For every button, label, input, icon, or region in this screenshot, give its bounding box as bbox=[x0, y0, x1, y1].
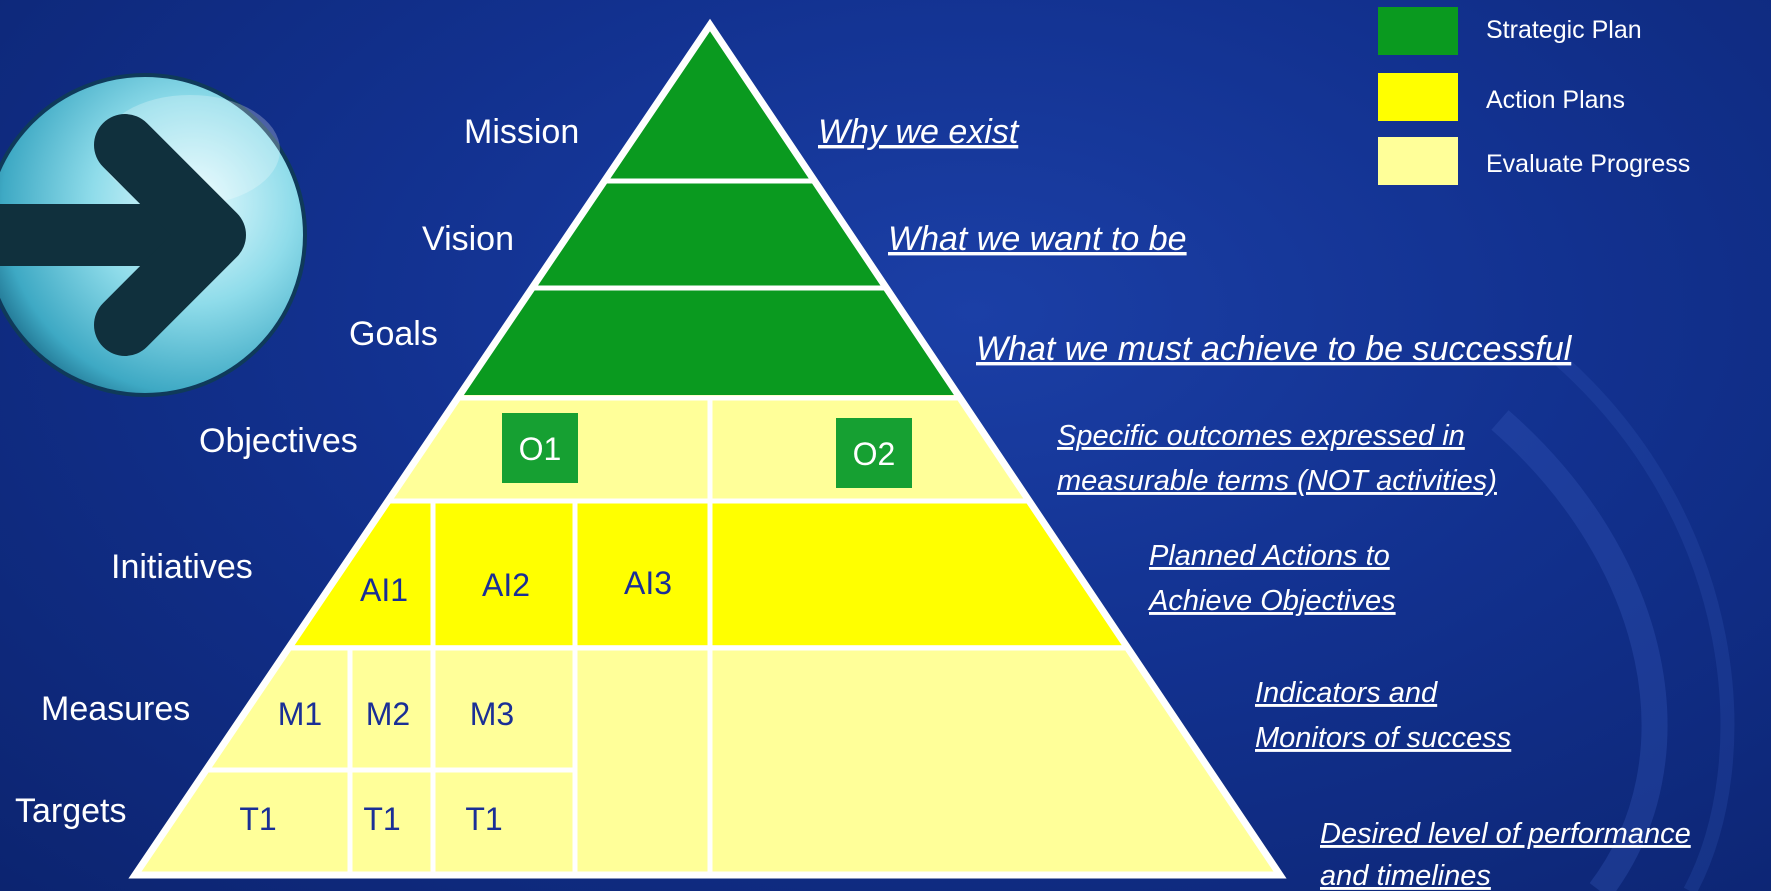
legend-label-strategic-plan: Strategic Plan bbox=[1486, 16, 1642, 44]
target-cell-1: T1 bbox=[239, 801, 276, 837]
description-targets-line-1: Desired level of performance bbox=[1320, 818, 1691, 850]
legend-swatch-evaluate-progress bbox=[1378, 137, 1458, 185]
background-swoosh-2 bbox=[1555, 354, 1735, 891]
objective-label-1: O1 bbox=[519, 431, 562, 467]
target-cell-3: T1 bbox=[465, 801, 502, 837]
description-targets-line-2: and timelines bbox=[1320, 860, 1491, 891]
objective-label-2: O2 bbox=[853, 436, 896, 472]
level-label-measures: Measures bbox=[41, 690, 190, 728]
level-label-mission: Mission bbox=[464, 113, 579, 151]
initiative-cell-3: AI3 bbox=[624, 565, 672, 601]
legend-item-evaluate-progress: Evaluate Progress bbox=[1378, 137, 1690, 185]
level-label-goals: Goals bbox=[349, 315, 438, 353]
description-goals: What we must achieve to be successful bbox=[976, 330, 1573, 368]
initiative-cell-1: AI1 bbox=[360, 572, 408, 608]
background-swoosh bbox=[1491, 410, 1668, 891]
level-label-vision: Vision bbox=[422, 220, 514, 258]
objective-box-1: O1 bbox=[502, 413, 578, 483]
objective-box-2: O2 bbox=[836, 418, 912, 488]
pyramid-outline bbox=[128, 18, 1287, 879]
level-label-targets: Targets bbox=[15, 792, 127, 830]
arrow-right-icon bbox=[0, 114, 246, 356]
level-label-initiatives: Initiatives bbox=[111, 548, 253, 586]
legend-label-action-plans: Action Plans bbox=[1486, 86, 1625, 114]
description-objectives-line-1: Specific outcomes expressed in bbox=[1057, 420, 1465, 452]
legend-label-evaluate-progress: Evaluate Progress bbox=[1486, 150, 1690, 178]
description-measures-line-1: Indicators and bbox=[1255, 677, 1438, 709]
measure-cell-1: M1 bbox=[278, 696, 322, 732]
description-initiatives-line-1: Planned Actions to bbox=[1149, 540, 1390, 572]
legend-item-strategic-plan: Strategic Plan bbox=[1378, 7, 1642, 55]
level-label-objectives: Objectives bbox=[199, 422, 358, 460]
target-cell-2: T1 bbox=[363, 801, 400, 837]
measure-cell-3: M3 bbox=[470, 696, 514, 732]
legend-item-action-plans: Action Plans bbox=[1378, 73, 1625, 121]
initiatives-band bbox=[135, 500, 1280, 645]
legend-swatch-strategic-plan bbox=[1378, 7, 1458, 55]
measure-cell-2: M2 bbox=[366, 696, 410, 732]
description-vision: What we want to be bbox=[888, 220, 1187, 258]
description-initiatives-line-2: Achieve Objectives bbox=[1147, 585, 1396, 617]
description-objectives-line-2: measurable terms (NOT activities) bbox=[1057, 465, 1497, 497]
description-mission: Why we exist bbox=[818, 113, 1020, 151]
initiative-cell-2: AI2 bbox=[482, 567, 530, 603]
description-measures-line-2: Monitors of success bbox=[1255, 722, 1511, 754]
next-slide-button[interactable] bbox=[0, 73, 307, 397]
legend-swatch-action-plans bbox=[1378, 73, 1458, 121]
legend: Strategic Plan Action Plans Evaluate Pro… bbox=[1378, 7, 1690, 185]
